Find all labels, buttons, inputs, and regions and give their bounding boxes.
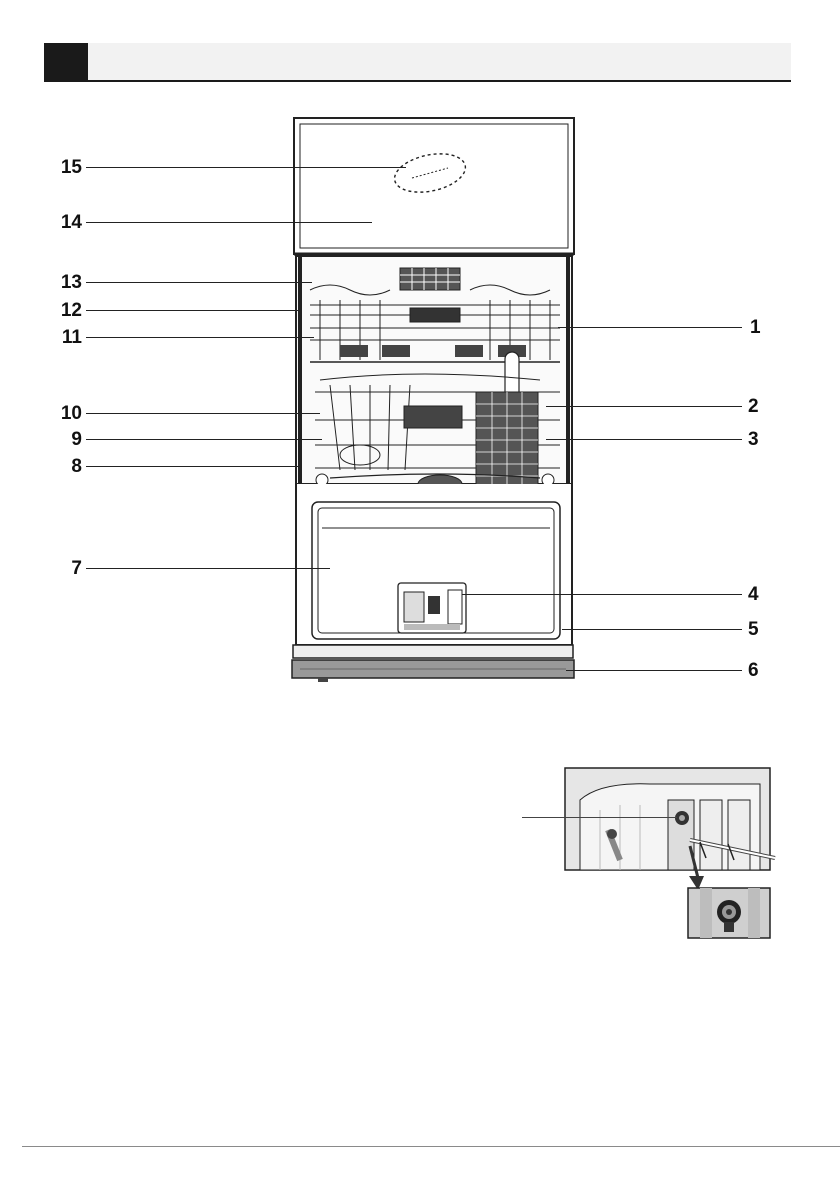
callout-14: 14 bbox=[46, 213, 82, 233]
callout-12: 12 bbox=[46, 301, 82, 321]
callout-15: 15 bbox=[46, 158, 82, 178]
callout-7: 7 bbox=[46, 559, 82, 579]
inset-pointer-line bbox=[522, 817, 677, 818]
leader-13 bbox=[86, 282, 312, 283]
leader-15 bbox=[86, 167, 406, 168]
footer-rule bbox=[22, 1146, 840, 1147]
leader-14 bbox=[86, 222, 372, 223]
callout-4: 4 bbox=[748, 585, 778, 605]
leader-3 bbox=[546, 439, 742, 440]
callout-6: 6 bbox=[748, 661, 778, 681]
callout-13: 13 bbox=[46, 273, 82, 293]
leader-11 bbox=[86, 337, 314, 338]
callout-1: 1 bbox=[750, 318, 780, 338]
callout-2: 2 bbox=[748, 397, 778, 417]
callout-11: 11 bbox=[46, 328, 82, 348]
callout-5: 5 bbox=[748, 620, 778, 640]
leader-10 bbox=[86, 413, 320, 414]
leader-4 bbox=[462, 594, 742, 595]
leader-9 bbox=[86, 439, 322, 440]
callout-9: 9 bbox=[46, 430, 82, 450]
leader-6 bbox=[566, 670, 742, 671]
leader-8 bbox=[86, 466, 300, 467]
leader-2 bbox=[546, 406, 742, 407]
leader-1 bbox=[558, 327, 742, 328]
callout-8: 8 bbox=[46, 457, 82, 477]
callout-3: 3 bbox=[748, 430, 778, 450]
leader-7 bbox=[86, 568, 330, 569]
leader-12 bbox=[86, 310, 298, 311]
leader-5 bbox=[562, 629, 742, 630]
callout-10: 10 bbox=[46, 404, 82, 424]
